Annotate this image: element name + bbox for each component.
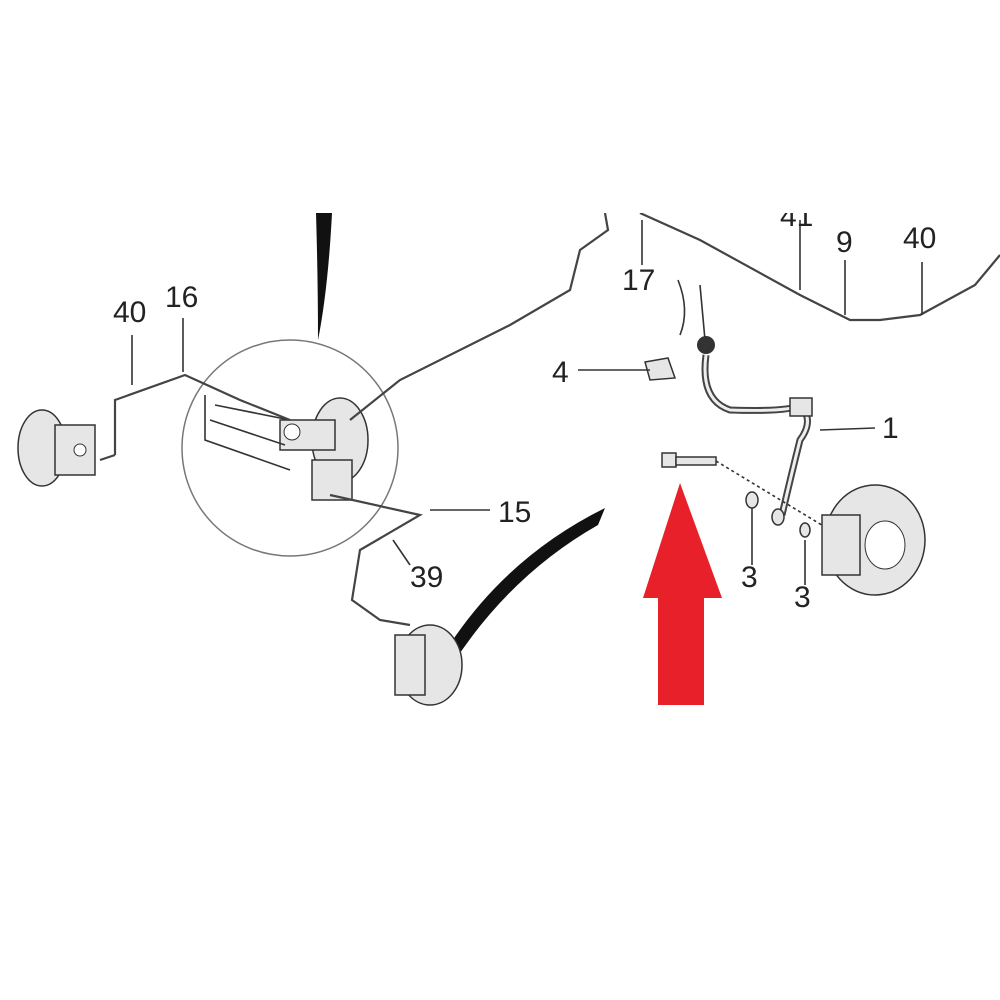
caliper-left bbox=[17, 409, 96, 487]
brake-pipe-rear bbox=[639, 213, 1000, 322]
callout-41: 41 bbox=[780, 200, 813, 233]
brake-pipe-left bbox=[113, 373, 291, 455]
detail-circle bbox=[181, 339, 399, 557]
banjo-bolt bbox=[661, 452, 717, 468]
caliper-front-left bbox=[394, 624, 463, 706]
callout-9: 9 bbox=[836, 226, 853, 259]
washer-c bbox=[799, 522, 811, 538]
hose-fitting bbox=[697, 336, 715, 354]
master-cylinder bbox=[204, 395, 369, 501]
callout-4: 4 bbox=[552, 356, 569, 389]
callout-15: 15 bbox=[498, 496, 531, 529]
callout-17: 17 bbox=[622, 264, 655, 297]
brake-pipe-main bbox=[349, 213, 610, 421]
callout-40-right: 40 bbox=[903, 222, 936, 255]
callout-39: 39 bbox=[410, 561, 443, 594]
callout-16: 16 bbox=[165, 281, 198, 314]
clip-4 bbox=[644, 357, 677, 381]
brake-hose-1 bbox=[701, 354, 811, 516]
callout-40-left: 40 bbox=[113, 296, 146, 329]
washer-b bbox=[771, 508, 785, 526]
red-arrow-icon bbox=[643, 483, 722, 705]
swoosh-bottom bbox=[440, 508, 605, 665]
brake-pipe-front-left bbox=[329, 493, 423, 627]
callout-3-a: 3 bbox=[741, 561, 758, 594]
swoosh-top bbox=[316, 213, 332, 340]
callout-1: 1 bbox=[882, 412, 899, 445]
bracket-17 bbox=[677, 279, 706, 341]
brake-disc-right bbox=[821, 484, 926, 596]
callout-3-b: 3 bbox=[794, 581, 811, 614]
washer-a bbox=[745, 491, 759, 509]
